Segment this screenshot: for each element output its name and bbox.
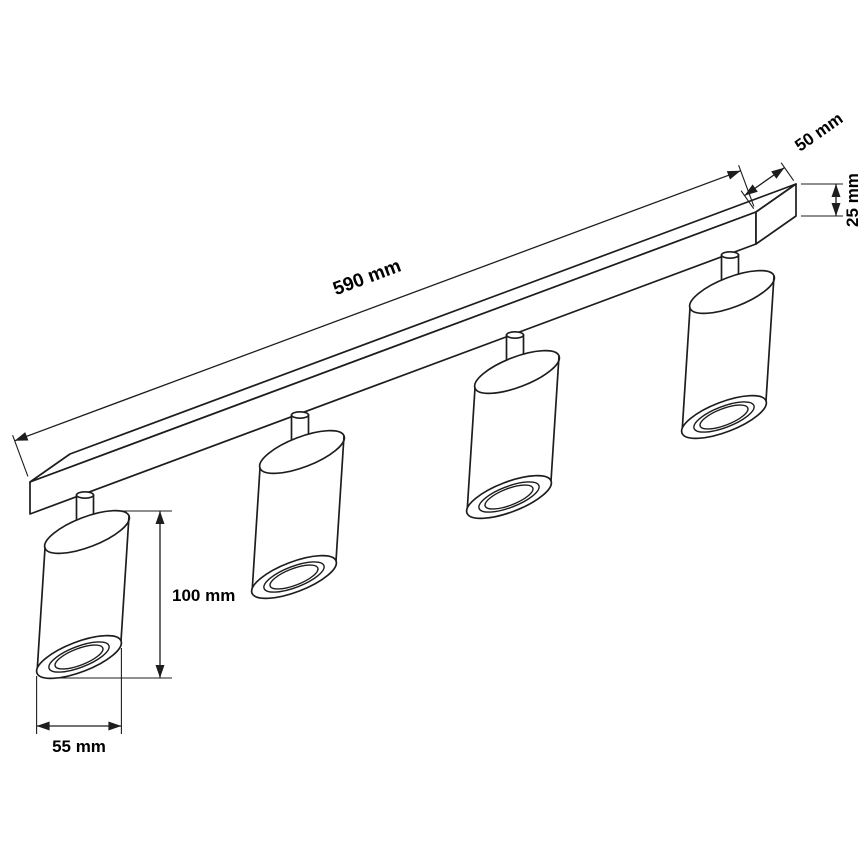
arrowhead <box>771 167 785 179</box>
arrowhead <box>831 203 841 216</box>
dimension-spotlight-height: 100 mm <box>52 510 235 679</box>
arrowhead <box>155 665 165 678</box>
mounting-rail <box>29 183 797 515</box>
dimension-spotlight-diameter: 55 mm <box>36 648 122 756</box>
rail-end-face <box>755 183 797 245</box>
arrowhead <box>726 170 741 180</box>
rail-height-label: 25 mm <box>843 173 862 227</box>
spotlight-diameter-label: 55 mm <box>52 737 106 756</box>
extension-line <box>12 435 29 477</box>
arrowhead <box>108 721 122 731</box>
arrowhead <box>36 721 50 731</box>
dimension-rail-height: 25 mm <box>801 173 862 227</box>
extension-line <box>740 190 755 210</box>
arrowhead <box>831 184 841 197</box>
arrowhead <box>14 432 29 441</box>
arrowhead <box>155 511 165 524</box>
arrowhead <box>744 184 758 196</box>
spotlight-height-label: 100 mm <box>172 586 235 605</box>
extension-line <box>738 165 755 207</box>
dimension-line <box>14 170 741 442</box>
extension-line <box>780 162 795 182</box>
